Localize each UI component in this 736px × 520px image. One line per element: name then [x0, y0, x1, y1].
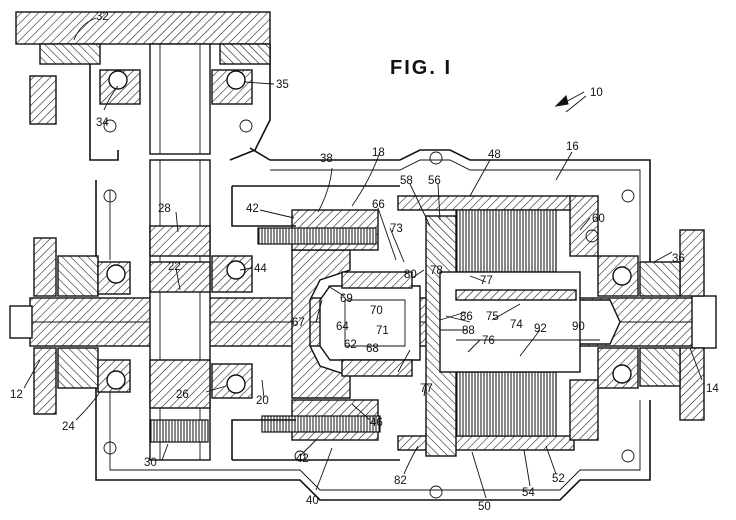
numeral-30: 30	[144, 457, 157, 469]
numeral-77-lower: 77	[420, 383, 433, 395]
numeral-80: 80	[404, 269, 417, 281]
numeral-90: 90	[572, 321, 585, 333]
numeral-73: 73	[390, 223, 403, 235]
output-gear-train	[149, 159, 253, 461]
left-end	[33, 237, 131, 415]
numeral-86: 86	[460, 311, 473, 323]
numeral-70: 70	[370, 305, 383, 317]
numeral-92: 92	[534, 323, 547, 335]
planet-carrier	[291, 249, 421, 399]
numeral-58: 58	[400, 175, 413, 187]
numeral-32: 32	[96, 11, 109, 23]
numeral-36: 36	[672, 253, 685, 265]
numeral-40: 40	[306, 495, 319, 507]
numeral-14: 14	[706, 383, 719, 395]
figure-title: FIG. I	[390, 57, 452, 79]
numeral-68: 68	[366, 343, 379, 355]
numeral-60: 60	[592, 213, 605, 225]
numeral-69: 69	[340, 293, 353, 305]
right-end	[597, 229, 705, 421]
numeral-44: 44	[254, 263, 267, 275]
numeral-74: 74	[510, 319, 523, 331]
numeral-22: 22	[168, 261, 181, 273]
numeral-78: 78	[430, 265, 443, 277]
numeral-42-lower: 42	[296, 453, 309, 465]
numeral-42-upper: 42	[246, 203, 259, 215]
numeral-76: 76	[482, 335, 495, 347]
numeral-48: 48	[488, 149, 501, 161]
numeral-88: 88	[462, 325, 475, 337]
arrow-icon	[554, 95, 569, 107]
numeral-18: 18	[372, 147, 385, 159]
numeral-50: 50	[478, 501, 491, 513]
reference-numerals: 10 12 14 16 18 20 22 24 26 28 30 32 34 3…	[10, 11, 719, 513]
numeral-54: 54	[522, 487, 535, 499]
numeral-24: 24	[62, 421, 75, 433]
numeral-64: 64	[336, 321, 349, 333]
numeral-20: 20	[256, 395, 269, 407]
numeral-10: 10	[590, 87, 603, 99]
upper-housing	[15, 11, 271, 161]
numeral-26: 26	[176, 389, 189, 401]
numeral-82: 82	[394, 475, 407, 487]
numeral-66: 66	[372, 199, 385, 211]
planet-gears	[231, 185, 400, 461]
numeral-34: 34	[96, 117, 109, 129]
numeral-12: 12	[10, 389, 23, 401]
numeral-52: 52	[552, 473, 565, 485]
numeral-62: 62	[344, 339, 357, 351]
numeral-38: 38	[320, 153, 333, 165]
numeral-77-upper: 77	[480, 275, 493, 287]
numeral-35: 35	[276, 79, 289, 91]
leader-lines	[23, 17, 703, 499]
main-housing	[95, 147, 651, 501]
numeral-71: 71	[376, 325, 389, 337]
numeral-16: 16	[566, 141, 579, 153]
clutch-pack	[397, 195, 600, 457]
numeral-75: 75	[486, 311, 499, 323]
numeral-56: 56	[428, 175, 441, 187]
numeral-67: 67	[292, 317, 305, 329]
numeral-28: 28	[158, 203, 171, 215]
numeral-46: 46	[370, 417, 383, 429]
